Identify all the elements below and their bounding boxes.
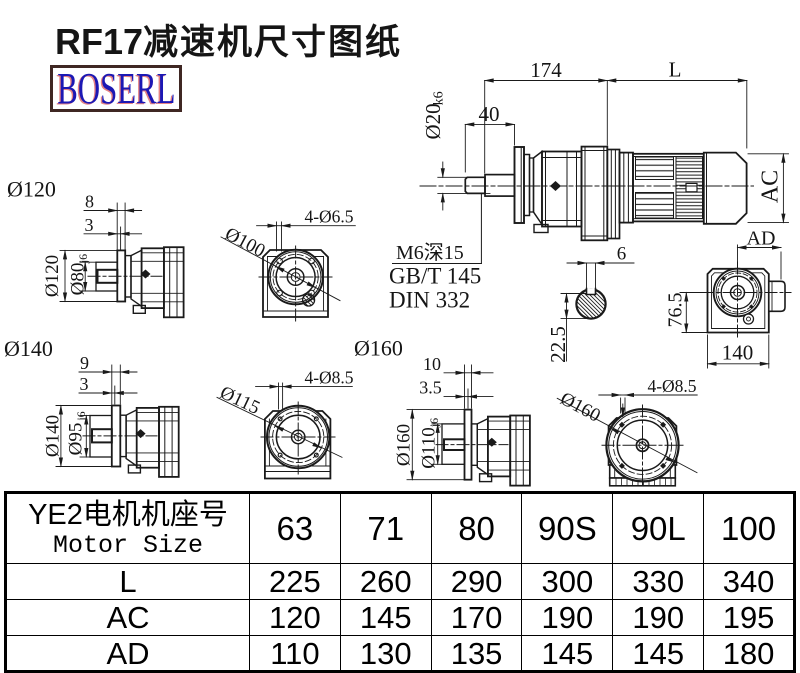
dim-shaft-d: Ø20 — [421, 103, 445, 139]
cell-L-100: 340 — [703, 563, 795, 600]
dim-bolt-holes-120: 4-Ø6.5 — [304, 207, 353, 227]
cell-AC-90L: 190 — [612, 599, 705, 636]
dim-bolt-circle-120: Ø100 — [221, 223, 268, 261]
cell-AD-90L: 145 — [612, 635, 705, 672]
row-label-AD: AD — [5, 635, 250, 672]
dim-spigot-offset-120: 3 — [85, 215, 94, 235]
cell-AC-90S: 190 — [521, 599, 614, 636]
dim-flange-od-140: Ø140 — [42, 415, 63, 457]
table-row-AD: AD 110 130 135 145 145 180 — [5, 635, 795, 672]
cell-AC-80: 170 — [430, 599, 523, 636]
cell-L-71: 260 — [339, 563, 432, 600]
cell-AC-63: 120 — [249, 599, 341, 636]
table-header-row: YE2电机机座号 Motor Size 63 71 80 90S 90L 100 — [5, 492, 795, 564]
row-label-AC: AC — [5, 599, 250, 636]
cell-L-63: 225 — [249, 563, 341, 600]
table-row-L: L 225 260 290 300 330 340 — [5, 563, 795, 600]
view-group-140: Ø140 9 3 — [4, 336, 354, 480]
side-view-160: 10 3.5 Ø160 Ø110 j6 — [394, 354, 531, 487]
motor-size-table: YE2电机机座号 Motor Size 63 71 80 90S 90L 100… — [4, 491, 796, 673]
dim-rear-center-h: 76.5 — [665, 293, 687, 328]
dim-key-w: 6 — [617, 244, 627, 265]
cell-AD-90S: 145 — [521, 635, 614, 672]
dim-spigot-tol-140: j6 — [74, 411, 88, 421]
dim-rear-depth: AD — [747, 228, 776, 250]
table-row-AC: AC 120 145 170 190 190 195 — [5, 599, 795, 636]
dim-spigot-d-160: Ø110 — [419, 427, 440, 469]
dim-bolt-circle-160: Ø160 — [557, 388, 604, 426]
front-view-120: 4-Ø6.5 Ø100 — [220, 207, 356, 322]
dim-spigot-tol-160: j6 — [427, 418, 441, 428]
label-group-140: Ø140 — [4, 336, 53, 361]
side-view-120: 8 3 Ø120 Ø80 j6 — [42, 192, 185, 319]
page-title: RF17减速机尺寸图纸 — [55, 14, 402, 65]
assembly-view: 174 L 40 Ø20 k6 AC M6深15 GB/T 145 DIN 33 — [389, 58, 792, 369]
shaft-key-section: 6 22.5 — [546, 244, 635, 363]
note-std2: DIN 332 — [389, 288, 470, 313]
cell-L-80: 290 — [430, 563, 523, 600]
front-view-140: 4-Ø8.5 Ø115 — [216, 367, 354, 480]
table-header-cn: YE2电机机座号 — [28, 499, 228, 532]
col-header-90S: 90S — [521, 492, 614, 564]
col-header-71: 71 — [339, 492, 432, 564]
dim-rear-w: 140 — [722, 341, 754, 365]
col-header-63: 63 — [249, 492, 341, 564]
table-header-motor-size: YE2电机机座号 Motor Size — [5, 492, 250, 564]
cell-AC-71: 145 — [339, 599, 432, 636]
dim-flange-thickness-140: 9 — [80, 353, 89, 373]
dim-spigot-offset-140: 3 — [80, 374, 89, 394]
dim-spigot-offset-160: 3.5 — [419, 378, 442, 398]
label-group-160: Ø160 — [354, 336, 403, 361]
dim-bolt-holes-160: 4-Ø8.5 — [647, 376, 696, 396]
cell-AC-100: 195 — [703, 599, 795, 636]
brand-logo-text: BOSERL — [56, 63, 176, 113]
dim-spigot-d-120: Ø80 — [68, 263, 89, 296]
col-header-90L: 90L — [612, 492, 705, 564]
label-group-120: Ø120 — [7, 177, 56, 202]
dim-spigot-d-140: Ø95 — [66, 423, 87, 456]
dim-flange-od-160: Ø160 — [394, 424, 415, 466]
cell-L-90L: 330 — [612, 563, 705, 600]
motor-rear-view: AD 76.5 140 — [665, 228, 792, 369]
row-label-L: L — [5, 563, 250, 600]
col-header-80: 80 — [430, 492, 523, 564]
cell-L-90S: 300 — [521, 563, 614, 600]
dim-flange-od-120: Ø120 — [42, 255, 63, 297]
title-suffix: 减速机尺寸图纸 — [143, 23, 403, 62]
dim-flange-thickness-120: 8 — [85, 192, 94, 212]
dim-key-depth: 22.5 — [546, 326, 570, 363]
dim-bolt-holes-140: 4-Ø8.5 — [304, 367, 353, 387]
dim-bolt-circle-140: Ø115 — [217, 382, 264, 419]
cell-AD-71: 130 — [339, 635, 432, 672]
dim-motor-od: AC — [758, 170, 784, 203]
note-std1: GB/T 145 — [389, 264, 481, 289]
brand-logo: BOSERL — [50, 65, 182, 112]
dim-spigot-tol-120: j6 — [76, 254, 90, 264]
dim-shaft-len: 40 — [479, 102, 500, 126]
note-tap: M6深15 — [396, 241, 464, 264]
title-model: RF17 — [55, 21, 144, 62]
cell-AD-100: 180 — [703, 635, 795, 672]
dim-flange-thickness-160: 10 — [423, 354, 441, 374]
dim-overall-len: 174 — [530, 58, 562, 82]
dim-motor-len: L — [669, 58, 682, 82]
cell-AD-80: 135 — [430, 635, 523, 672]
cell-AD-63: 110 — [249, 635, 341, 672]
front-view-160: 4-Ø8.5 Ø160 — [556, 376, 698, 490]
dim-shaft-tol: k6 — [432, 91, 447, 105]
view-group-120: Ø120 8 3 — [7, 177, 356, 322]
col-header-100: 100 — [703, 492, 795, 564]
view-group-160: Ø160 10 3.5 — [354, 336, 698, 490]
table-header-en: Motor Size — [52, 530, 204, 560]
side-view-140: 9 3 Ø140 Ø95 j6 — [42, 353, 180, 478]
